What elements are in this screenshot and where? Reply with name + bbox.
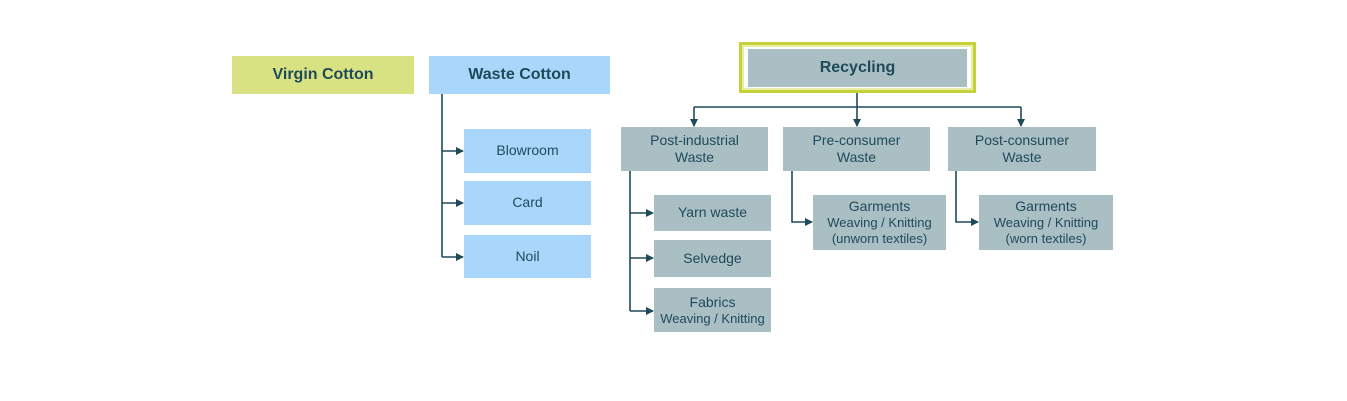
pre-consumer-line2: Waste [836,149,877,165]
fabrics-line1: Fabrics [689,293,736,310]
selvedge-label: Selvedge [683,249,742,266]
waste-cotton-label: Waste Cotton [468,66,571,84]
selvedge-box: Selvedge [654,240,771,277]
card-label: Card [512,194,543,211]
pre-consumer-waste-box: Pre-consumer Waste [783,127,930,171]
post-consumer-line1: Post-consumer [974,131,1070,148]
arrow-to-garments-unworn [791,171,813,226]
garments-unworn-line2: Weaving / Knitting [827,215,932,231]
post-consumer-line2: Waste [1002,149,1042,165]
blowroom-box: Blowroom [464,129,591,173]
fabrics-line2: Weaving / Knitting [660,310,765,326]
arrow-to-garments-worn [955,171,979,226]
garments-unworn-line1: Garments [848,198,911,215]
fabrics-box: Fabrics Weaving / Knitting [654,288,771,332]
virgin-cotton-label: Virgin Cotton [272,66,374,84]
yarn-waste-label: Yarn waste [678,204,747,221]
blowroom-label: Blowroom [496,142,559,159]
post-consumer-waste-box: Post-consumer Waste [948,127,1096,171]
garments-worn-line2: Weaving / Knitting [993,215,1099,231]
recycling-label: Recycling [819,59,896,77]
waste-cotton-box: Waste Cotton [429,56,610,94]
garments-worn-box: Garments Weaving / Knitting (worn textil… [979,195,1113,250]
recycling-frame [739,42,976,93]
virgin-cotton-box: Virgin Cotton [232,56,414,94]
recycling-box: Recycling [748,49,967,87]
noil-box: Noil [464,235,591,278]
card-box: Card [464,181,591,225]
garments-worn-line1: Garments [1015,198,1077,215]
garments-worn-line3: (worn textiles) [1005,231,1087,247]
noil-label: Noil [515,247,540,264]
post-industrial-line2: Waste [674,149,715,165]
garments-unworn-box: Garments Weaving / Knitting (unworn text… [813,195,946,250]
yarn-waste-box: Yarn waste [654,195,771,231]
post-industrial-waste-box: Post-industrial Waste [621,127,768,171]
garments-unworn-line3: (unworn textiles) [831,231,928,247]
pre-consumer-line1: Pre-consumer [812,131,901,148]
post-industrial-line1: Post-industrial [650,131,739,148]
